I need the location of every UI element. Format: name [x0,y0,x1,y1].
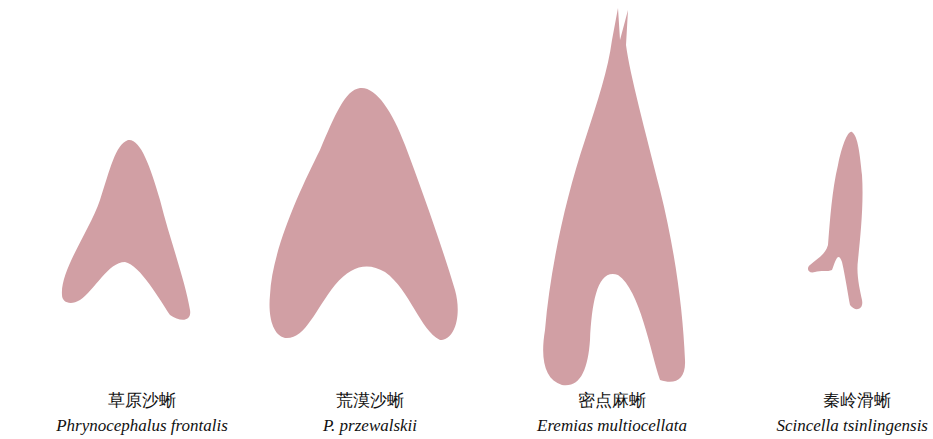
latin-name: Phrynocephalus frontalis [56,417,228,436]
organ-shape [543,8,685,385]
organ-shape [808,132,863,309]
latin-name: Scincella tsinlingensis [776,417,928,436]
species-name: 草原沙蜥 [108,392,176,411]
species-name: 秦岭滑蜥 [823,392,891,411]
species-name: 密点麻蜥 [578,392,646,411]
latin-name: P. przewalskii [323,417,417,436]
organ-shape [270,88,458,340]
organ-shape [62,140,190,320]
species-name: 荒漠沙蜥 [336,392,404,411]
latin-name: Eremias multiocellata [537,417,687,436]
